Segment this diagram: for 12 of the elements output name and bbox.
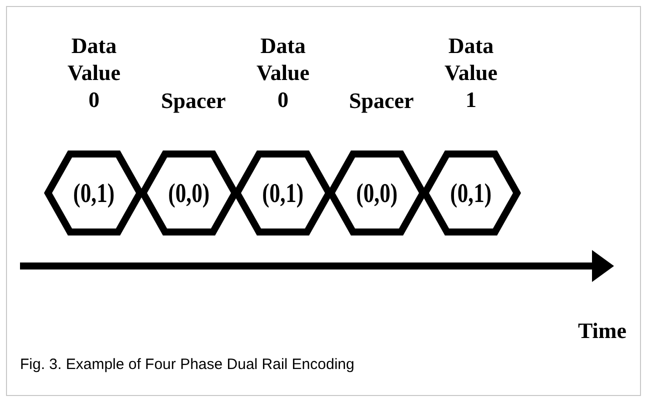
phase-label: Data Value 0 (256, 32, 310, 113)
state-value: (0,0) (168, 178, 210, 208)
state-value: (0,1) (450, 178, 492, 208)
phase-label: Spacer (160, 87, 227, 114)
phase-label: Data Value 0 (66, 32, 122, 113)
phase-label: Data Value 1 (444, 32, 498, 113)
figure-caption: Fig. 3. Example of Four Phase Dual Rail Encoding (20, 356, 354, 373)
phase-label: Spacer (348, 87, 415, 114)
state-value: (0,1) (73, 178, 115, 208)
axis-label: Time (578, 318, 626, 344)
state-value: (0,1) (262, 178, 304, 208)
state-value: (0,0) (356, 178, 398, 208)
